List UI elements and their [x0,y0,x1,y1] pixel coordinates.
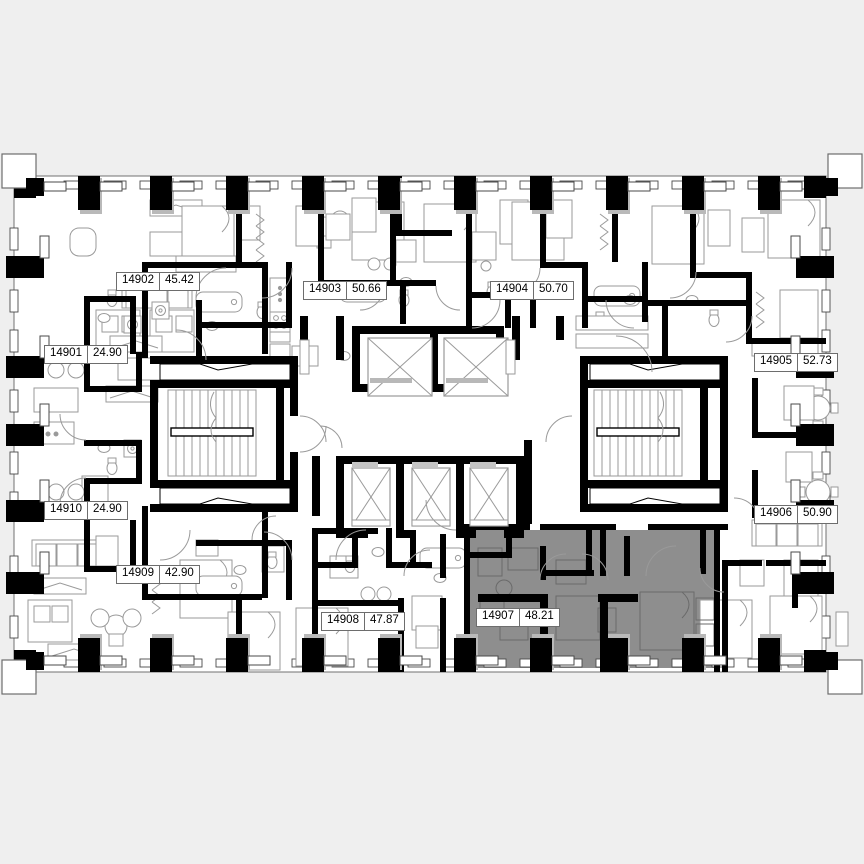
unit-label-14904[interactable]: 14904 50.70 [490,281,574,300]
unit-area: 47.87 [369,614,399,626]
unit-label-14905[interactable]: 14905 52.73 [754,353,838,372]
unit-area: 50.70 [538,283,568,295]
unit-number: 14908 [322,613,365,630]
unit-number: 14907 [477,609,520,626]
unit-area: 24.90 [92,503,122,515]
unit-number: 14906 [755,506,798,523]
unit-label-14903[interactable]: 14903 50.66 [303,281,387,300]
balcony-rails [39,181,803,666]
unit-area: 50.66 [351,283,381,295]
unit-number: 14901 [45,346,88,363]
staircases [159,363,721,505]
unit-area: 50.90 [802,507,832,519]
unit-label-14908[interactable]: 14908 47.87 [321,612,405,631]
facade-columns [1,153,863,695]
unit-number: 14904 [491,282,534,299]
unit-area: 42.90 [164,567,194,579]
unit-area: 48.21 [524,610,554,622]
unit-number: 14909 [117,566,160,583]
unit-label-14910[interactable]: 14910 24.90 [44,501,128,520]
unit-label-14902[interactable]: 14902 45.42 [116,272,200,291]
unit-label-14901[interactable]: 14901 24.90 [44,345,128,364]
unit-label-14906[interactable]: 14906 50.90 [754,505,838,524]
unit-area: 24.90 [92,347,122,359]
unit-area: 52.73 [802,355,832,367]
elevator-cabs [299,337,516,527]
elevator-cabs-lower [351,462,509,527]
unit-area: 45.42 [164,274,194,286]
unit-number: 14910 [45,502,88,519]
unit-label-14909[interactable]: 14909 42.90 [116,565,200,584]
unit-number: 14903 [304,282,347,299]
unit-number: 14905 [755,354,798,371]
unit-number: 14902 [117,273,160,290]
unit-label-14907[interactable]: 14907 48.21 [476,608,560,627]
